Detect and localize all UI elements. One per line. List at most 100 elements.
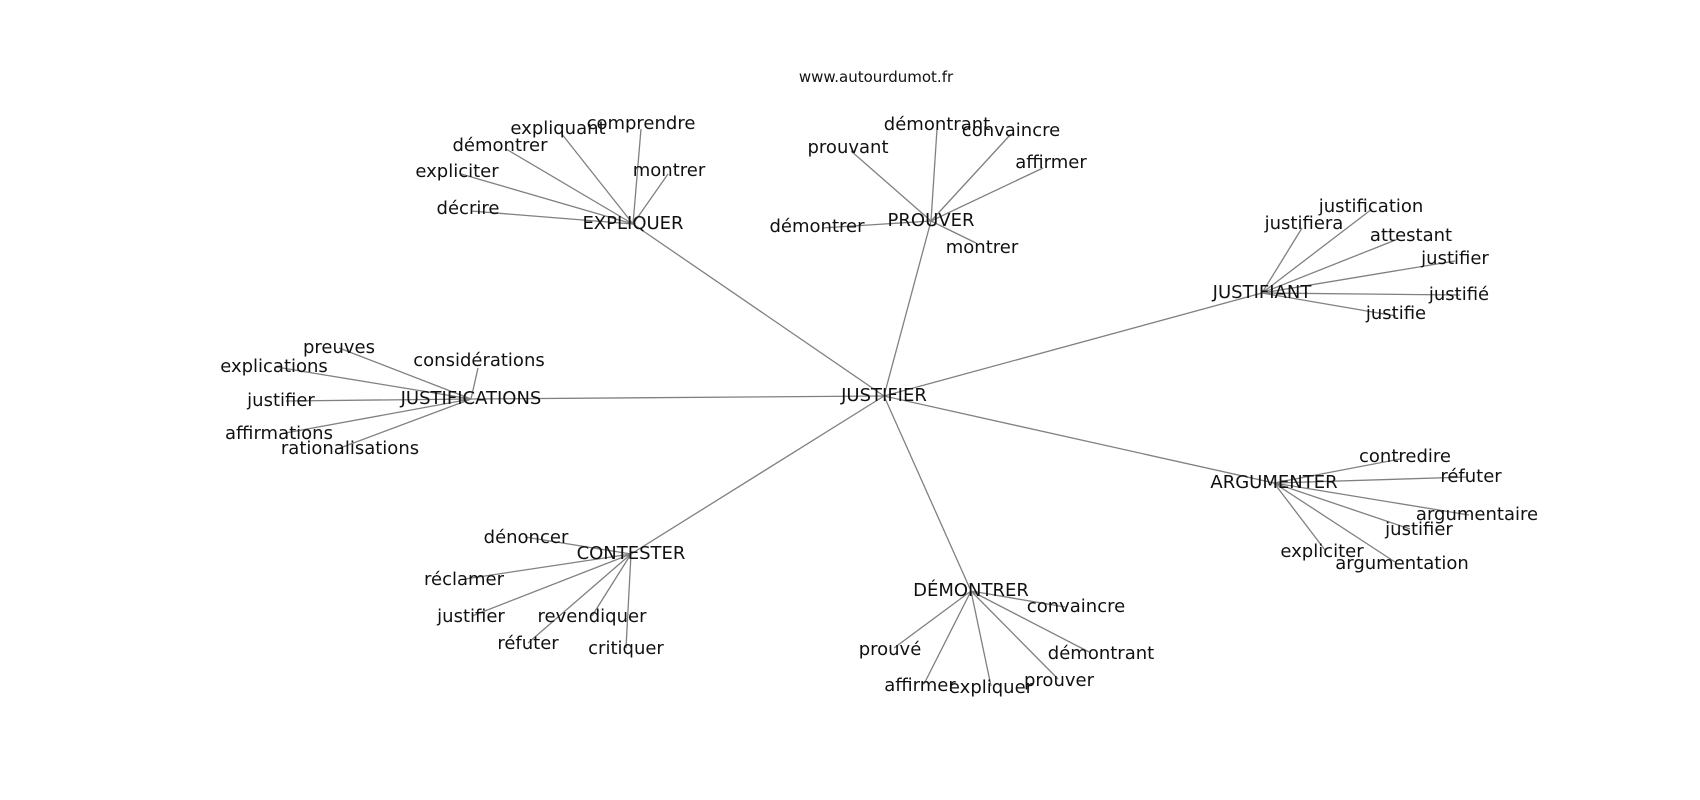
related-word: montrer [946,237,1019,258]
edge-argumenter-leaf [1273,476,1469,484]
edge-contester-leaf [527,553,632,644]
hub-word: CONTESTER [577,543,686,564]
edge-prouver-leaf [930,133,1012,222]
related-word: rationalisations [281,438,419,459]
related-word: prouvé [859,639,922,660]
related-word: affirmations [225,423,333,444]
edge-argumenter-leaf [1273,482,1396,563]
related-word: justifiera [1264,213,1344,234]
hub-word: PROUVER [888,210,975,231]
edge-argumenter-leaf [1273,458,1401,484]
related-word: démontrant [1048,643,1154,664]
edge-contester-leaf [471,553,632,617]
related-word: expliciter [1280,541,1364,562]
related-word: considérations [413,350,544,371]
edge-justifiant-leaf [1261,292,1461,296]
edge-justifications-leaf [339,398,472,449]
related-word: justifier [1420,248,1489,269]
edge-demontrer-leaf [970,590,1066,608]
edge-prouver-leaf [930,128,938,222]
related-word: affirmer [1015,152,1087,173]
center-word: JUSTIFIER [840,385,927,406]
related-word: affirmer [884,675,956,696]
edge-contester-leaf [625,553,632,649]
hub-word: DÉMONTRER [913,579,1029,601]
related-word: preuves [303,337,375,358]
related-word: revendiquer [538,606,648,627]
edge-center-explicquer [632,223,885,397]
edge-prouver-leaf [930,167,1044,222]
related-word: justifier [436,606,505,627]
edge-explicquer-leaf [460,173,634,225]
related-word: argumentaire [1416,504,1538,525]
related-word: explications [220,356,328,377]
edge-contester-leaf [464,553,632,580]
related-word: attestant [1370,225,1452,246]
related-word: décrire [437,198,500,219]
hub-word: JUSTIFICATIONS [400,388,542,409]
hub-word: ARGUMENTER [1210,472,1337,493]
related-word: réfuter [1440,466,1502,487]
edge-justifiant-leaf [1261,208,1373,294]
edge-explicquer-leaf [470,210,634,225]
related-word: démontrant [884,114,990,135]
edge-justifiant-leaf [1261,292,1397,317]
edge-justifications-leaf [470,367,479,400]
edge-center-justifications [470,395,885,400]
edge-center-prouver [883,220,932,397]
related-word: expliquant [510,118,605,139]
edge-center-contester [630,395,885,555]
edge-justifications-leaf [285,398,472,402]
related-word: comprendre [587,113,696,134]
edge-center-argumenter [883,395,1275,484]
related-word: justifié [1428,284,1489,305]
edge-center-justifiant [883,292,1263,397]
edge-justifiant-leaf [1261,238,1399,294]
related-word: démontrer [770,216,866,237]
related-word: prouvant [808,137,889,158]
edge-prouver-leaf [821,220,932,229]
edge-justifications-leaf [275,366,472,400]
related-word: convaincre [1027,596,1125,617]
related-word: critiquer [588,638,664,659]
related-word: contredire [1359,446,1451,467]
hub-word: JUSTIFIANT [1212,282,1313,303]
related-word: expliciter [415,161,499,182]
edge-contester-leaf [524,536,632,555]
related-word: réclamer [424,569,505,590]
edge-prouver-leaf [930,220,977,244]
graph-labels: www.autourdumot.fr JUSTIFIER EXPLIQUER e… [220,68,1538,698]
related-word: montrer [633,160,706,181]
related-word: argumentation [1335,553,1469,574]
graph-edges [275,128,1470,687]
related-word: justifier [246,390,315,411]
edge-demontrer-leaf [893,590,972,649]
related-word: expliquer [949,677,1034,698]
edge-demontrer-leaf [970,590,1059,680]
edge-contester-leaf [591,553,632,617]
edge-argumenter-leaf [1273,482,1411,530]
related-word: justifier [1384,519,1453,540]
related-word: démontrer [453,135,549,156]
edge-demontrer-leaf [923,590,972,685]
edge-justifications-leaf [338,347,472,400]
source-url: www.autourdumot.fr [799,68,954,86]
edge-center-demontrer [883,395,972,592]
related-word: justification [1318,196,1424,217]
related-word: réfuter [497,633,559,654]
edge-explicquer-leaf [505,148,634,225]
edge-argumenter-leaf [1273,482,1326,551]
edge-explicquer-leaf [632,173,669,225]
edge-justifications-leaf [279,398,472,435]
related-word: dénoncer [484,527,569,548]
edge-explicquer-leaf [560,132,634,225]
related-word: justifie [1365,303,1426,324]
edge-demontrer-leaf [970,590,1090,653]
hub-word: EXPLIQUER [582,213,683,234]
related-word: convaincre [962,120,1060,141]
edge-argumenter-leaf [1273,482,1470,516]
related-word: prouver [1024,670,1095,691]
edge-justifiant-leaf [1261,227,1303,294]
